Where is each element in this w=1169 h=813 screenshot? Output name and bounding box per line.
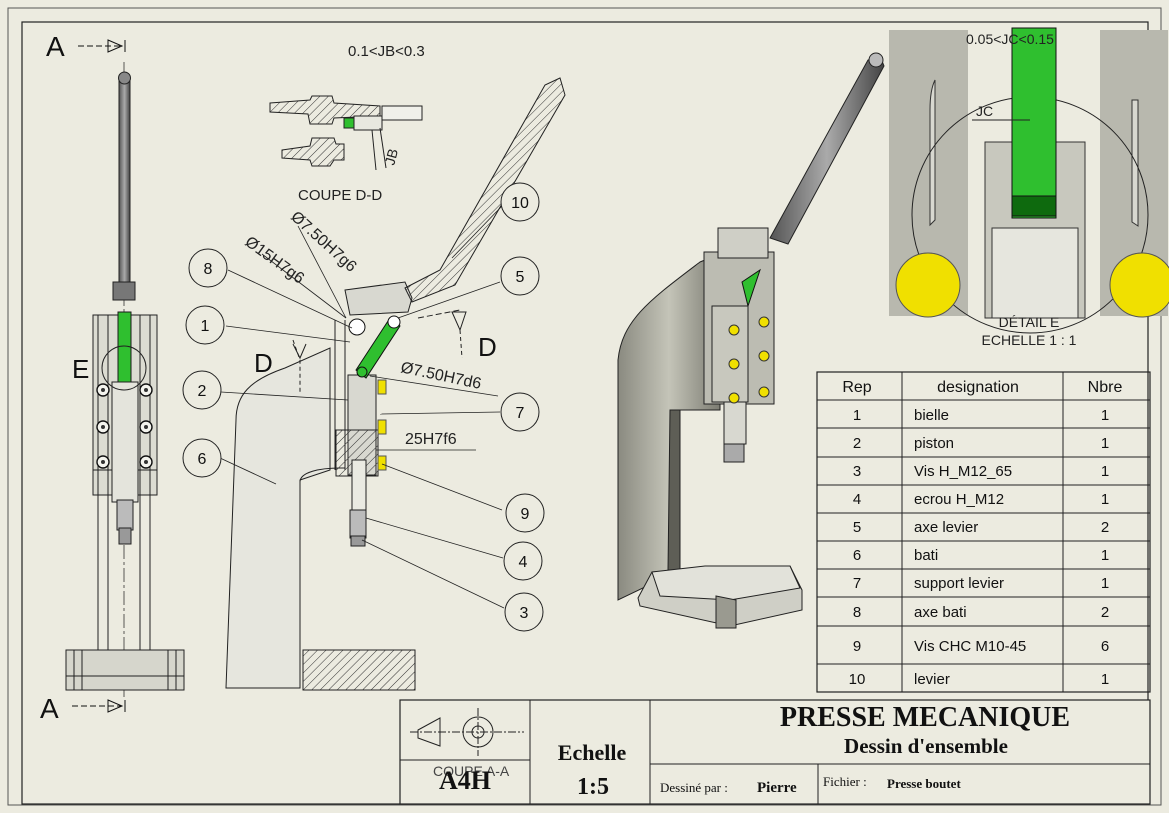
bom-row-designation: Vis CHC M10-45	[914, 638, 1026, 655]
detail-e-view: 0.05<JC<0.15 JC DÉTAIL E ECHELLE 1 : 1	[889, 27, 1169, 348]
bom-row-qty: 2	[1101, 604, 1109, 621]
bom-row-designation: support levier	[914, 575, 1004, 592]
section-d-left: D	[254, 348, 273, 378]
frame-bati	[225, 347, 331, 689]
detail-e-title: DÉTAIL E	[999, 314, 1060, 330]
bom-row-rep: 5	[853, 519, 861, 536]
lever-hatched	[404, 77, 566, 303]
detail-e-scale: ECHELLE 1 : 1	[982, 332, 1077, 348]
bom-row-qty: 6	[1101, 638, 1109, 655]
bom-row-rep: 6	[853, 547, 861, 564]
jc-label: JC	[976, 103, 993, 119]
bom-row-designation: ecrou H_M12	[914, 491, 1004, 508]
bom-row-qty: 1	[1101, 435, 1109, 452]
title-block: COUPE A-A A4H Echelle 1:5 PRESSE MECANIQ…	[399, 699, 1151, 805]
view-e-letter: E	[72, 354, 89, 384]
dim-d7-50-h7d6: Ø7.50H7d6	[399, 359, 483, 393]
jc-tolerance: 0.05<JC<0.15	[966, 31, 1054, 47]
isometric-view	[617, 52, 885, 629]
scale-label: Echelle	[558, 740, 627, 765]
scale-value: 1:5	[577, 774, 609, 800]
bom-row-qty: 1	[1101, 671, 1109, 688]
outer-border	[7, 7, 1162, 806]
jb-label: JB	[381, 147, 401, 167]
bom-row-rep: 7	[853, 575, 861, 592]
bom-header-nbre: Nbre	[1088, 379, 1123, 396]
file-label: Fichier :	[823, 774, 867, 789]
bom-row-rep: 10	[849, 671, 866, 688]
format-label: A4H	[439, 766, 491, 795]
front-base	[65, 649, 185, 691]
bom-row-designation: bielle	[914, 407, 949, 424]
bom-row-designation: levier	[914, 671, 950, 688]
bom-row-rep: 1	[853, 407, 861, 424]
section-a-bottom-letter: A	[40, 693, 59, 724]
drawing-title: PRESSE MECANIQUE	[780, 702, 1070, 733]
balloon-10: 10	[511, 195, 529, 212]
balloon-9: 9	[521, 506, 530, 523]
bom-row-qty: 2	[1101, 519, 1109, 536]
bom-row-rep: 2	[853, 435, 861, 452]
bom-row-qty: 1	[1101, 547, 1109, 564]
projection-symbol-icon	[410, 708, 524, 756]
bom-row-designation: piston	[914, 435, 954, 452]
bom-header-rep: Rep	[842, 379, 871, 396]
balloon-2: 2	[198, 383, 207, 400]
bom-table: Rep designation Nbre 1 bielle 1 2 piston…	[816, 371, 1151, 693]
dim-d7-50-h7g6: Ø7.50H7g6	[287, 208, 359, 275]
bom-header-designation: designation	[937, 379, 1019, 396]
inner-border	[21, 21, 1149, 805]
bom-row-qty: 1	[1101, 575, 1109, 592]
section-d-right: D	[478, 332, 497, 362]
balloon-7: 7	[516, 405, 525, 422]
jb-tolerance: 0.1<JB<0.3	[348, 43, 425, 60]
section-dd-title: COUPE D-D	[298, 187, 382, 204]
balloon-5: 5	[516, 269, 525, 286]
bom-row-rep: 8	[853, 604, 861, 621]
bom-row-rep: 4	[853, 491, 861, 508]
balloon-8: 8	[204, 261, 213, 278]
main-section-view: D D Ø7.50H7g6 Ø15H7g6 Ø7.50H7d6 25H7f6	[182, 77, 566, 691]
section-a-top-letter: A	[46, 31, 65, 62]
balloon-1: 1	[201, 318, 210, 335]
bom-row-qty: 1	[1101, 463, 1109, 480]
front-view: A A E	[40, 31, 185, 724]
dim-d25-h7f6: 25H7f6	[405, 431, 457, 448]
bom-row-rep: 9	[853, 638, 861, 655]
section-dd-view: 0.1<JB<0.3 JB COUPE D-D	[269, 43, 425, 204]
drawn-by-value: Pierre	[757, 780, 797, 796]
balloon-4: 4	[519, 554, 528, 571]
bom-row-designation: bati	[914, 547, 938, 564]
bom-row-designation: Vis H_M12_65	[914, 463, 1012, 480]
base-hatch	[302, 649, 416, 691]
section-aa-title: COUPE A-A	[433, 763, 510, 779]
file-name: Presse boutet	[887, 776, 961, 791]
drawn-by-label: Dessiné par :	[660, 780, 728, 795]
bom-row-rep: 3	[853, 463, 861, 480]
bom-row-designation: axe levier	[914, 519, 978, 536]
bom-row-qty: 1	[1101, 407, 1109, 424]
lever-rod	[118, 75, 131, 292]
balloon-3: 3	[520, 605, 529, 622]
balloon-6: 6	[198, 451, 207, 468]
bom-row-qty: 1	[1101, 491, 1109, 508]
drawing-subtitle: Dessin d'ensemble	[844, 734, 1008, 758]
dim-d15-h7g6: Ø15H7g6	[242, 233, 307, 287]
bom-row-designation: axe bati	[914, 604, 967, 621]
